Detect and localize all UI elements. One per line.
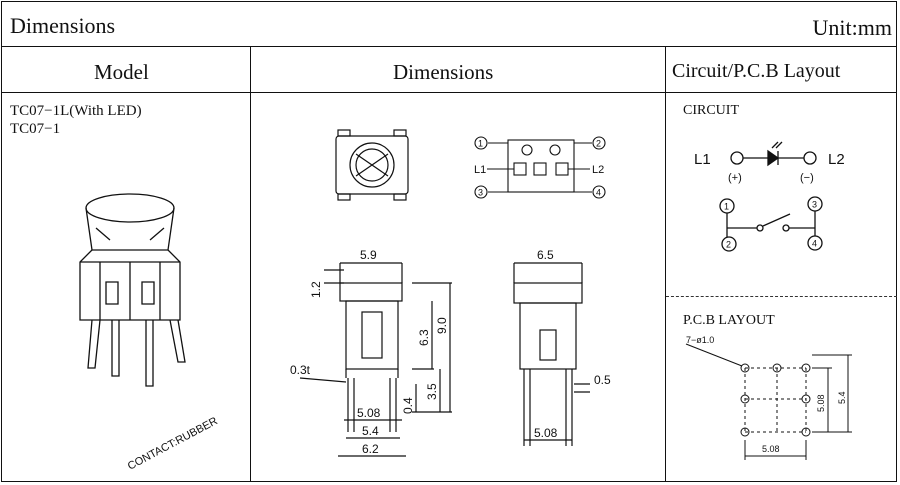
side-view [513,262,590,446]
pin-label-l2: L2 [592,164,604,176]
column-divider-right [665,46,666,482]
contact-note: CONTACT:RUBBER [126,415,220,473]
pin-label-2: 2 [596,139,601,149]
circuit-node-2: 2 [726,240,731,250]
circuit-schematic [719,141,823,252]
circuit-node-3: 3 [812,200,817,210]
front-h-body: 6.3 [417,329,431,346]
pin-label-3: 3 [478,188,483,198]
column-head-model: Model [94,60,149,84]
circuit-l2: L2 [828,151,845,168]
circuit-node-4: 4 [812,239,817,249]
circuit-plus: (+) [728,172,742,184]
pcb-holes: 7−ø1.0 [686,335,714,345]
front-h-cap: 1.2 [309,281,323,298]
pcb-layout [685,343,852,460]
circuit-l1: L1 [694,151,711,168]
unit-label: Unit:mm [812,15,892,40]
front-h-pin: 3.5 [425,383,439,400]
model-numbers: TC07−1L(With LED) TC07−1 [10,102,142,138]
top-view [335,129,409,201]
pcb-heading: P.C.B LAYOUT [683,313,775,328]
circuit-node-1: 1 [724,202,729,212]
column-head-divider [1,92,897,93]
column-divider-left [250,46,251,482]
front-w-508: 5.08 [357,406,381,420]
page-title: Dimensions [10,13,116,38]
switch-3d-illustration [79,193,186,387]
front-t-lead: 0.3t [290,363,311,377]
pin-label-1: 1 [478,139,483,149]
column-head-circuit: Circuit/P.C.B Layout [672,60,841,82]
model-number-led: TC07−1L(With LED) [10,103,142,119]
front-w-top: 5.9 [360,248,377,262]
model-number-plain: TC07−1 [10,121,61,137]
front-view [299,262,452,457]
header-divider [1,46,897,47]
pcb-dim-w: 5.08 [762,444,780,454]
pin-diagram [474,136,606,199]
circuit-pcb-divider [666,296,897,297]
circuit-heading: CIRCUIT [683,103,739,118]
pcb-dim-h1: 5.08 [816,394,826,412]
pin-label-4: 4 [596,188,601,198]
circuit-minus: (−) [800,172,814,184]
side-w-top: 6.5 [537,248,554,262]
front-w-62: 6.2 [362,442,379,456]
front-h-lead: 0.4 [401,397,415,414]
pcb-dim-h2: 5.4 [837,391,847,404]
front-h-total: 9.0 [435,317,449,334]
side-w-508: 5.08 [534,426,558,440]
pin-label-l1: L1 [474,164,486,176]
side-t-lead: 0.5 [594,373,611,387]
front-w-54: 5.4 [362,424,379,438]
column-head-dimensions: Dimensions [393,60,494,84]
